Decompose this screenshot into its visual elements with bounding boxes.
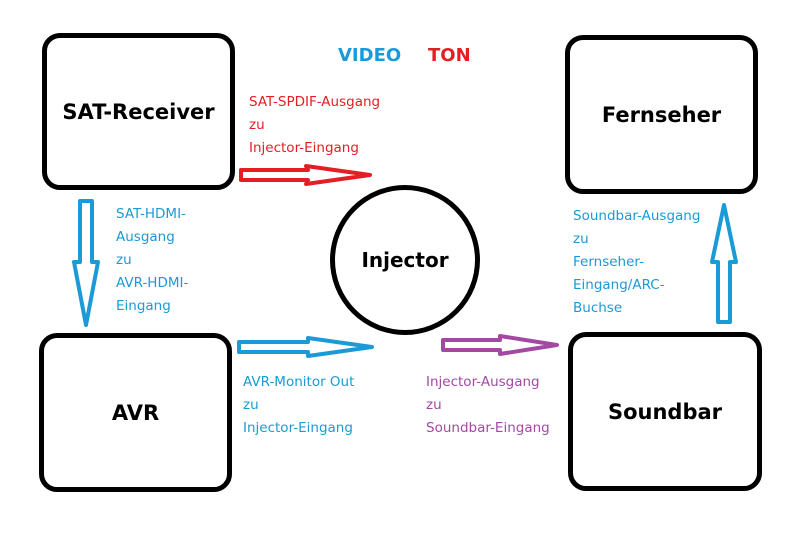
node-soundbar: Soundbar — [568, 332, 762, 491]
node-injector-label: Injector — [361, 248, 449, 272]
label-line: Eingang — [116, 298, 171, 314]
label-line: zu — [426, 397, 442, 413]
label-line: Injector-Eingang — [243, 420, 353, 436]
label-soundbar-to-tv: Soundbar-Ausgang zu Fernseher- Eingang/A… — [573, 205, 700, 320]
node-avr: AVR — [39, 333, 232, 492]
arrow-injector-to-soundbar — [441, 334, 559, 356]
node-fernseher-label: Fernseher — [601, 102, 722, 127]
label-line: Buchse — [573, 300, 623, 316]
arrow-sat-to-avr — [72, 199, 100, 327]
label-line: SAT-SPDIF-Ausgang — [249, 94, 381, 110]
label-avr-to-injector: AVR-Monitor Out zu Injector-Eingang — [243, 371, 354, 440]
legend-ton: TON — [428, 45, 471, 66]
legend-video: VIDEO — [338, 45, 402, 66]
label-line: Soundbar-Eingang — [426, 420, 550, 436]
node-injector: Injector — [330, 185, 480, 335]
label-line: zu — [243, 397, 259, 413]
label-sat-to-avr: SAT-HDMI- Ausgang zu AVR-HDMI- Eingang — [116, 203, 188, 318]
arrow-sat-to-injector — [239, 164, 372, 186]
label-line: AVR-Monitor Out — [243, 374, 355, 390]
label-line: zu — [249, 117, 265, 133]
label-line: Ausgang — [116, 229, 175, 245]
label-line: Fernseher- — [573, 254, 644, 270]
node-avr-label: AVR — [111, 400, 160, 425]
label-line: Soundbar-Ausgang — [573, 208, 701, 224]
label-line: Eingang/ARC- — [573, 277, 665, 293]
label-injector-to-soundbar: Injector-Ausgang zu Soundbar-Eingang — [426, 371, 550, 440]
node-soundbar-label: Soundbar — [607, 399, 723, 424]
label-line: zu — [116, 252, 132, 268]
label-sat-to-injector: SAT-SPDIF-Ausgang zu Injector-Eingang — [249, 91, 380, 160]
label-line: zu — [573, 231, 589, 247]
arrow-soundbar-to-tv — [710, 203, 738, 324]
label-line: Injector-Eingang — [249, 140, 359, 156]
label-line: AVR-HDMI- — [116, 275, 189, 291]
label-line: Injector-Ausgang — [426, 374, 540, 390]
arrow-avr-to-injector — [237, 336, 374, 358]
node-sat-receiver: SAT-Receiver — [42, 33, 235, 190]
label-line: SAT-HDMI- — [116, 206, 186, 222]
node-sat-receiver-label: SAT-Receiver — [62, 99, 215, 124]
node-fernseher: Fernseher — [565, 35, 758, 194]
